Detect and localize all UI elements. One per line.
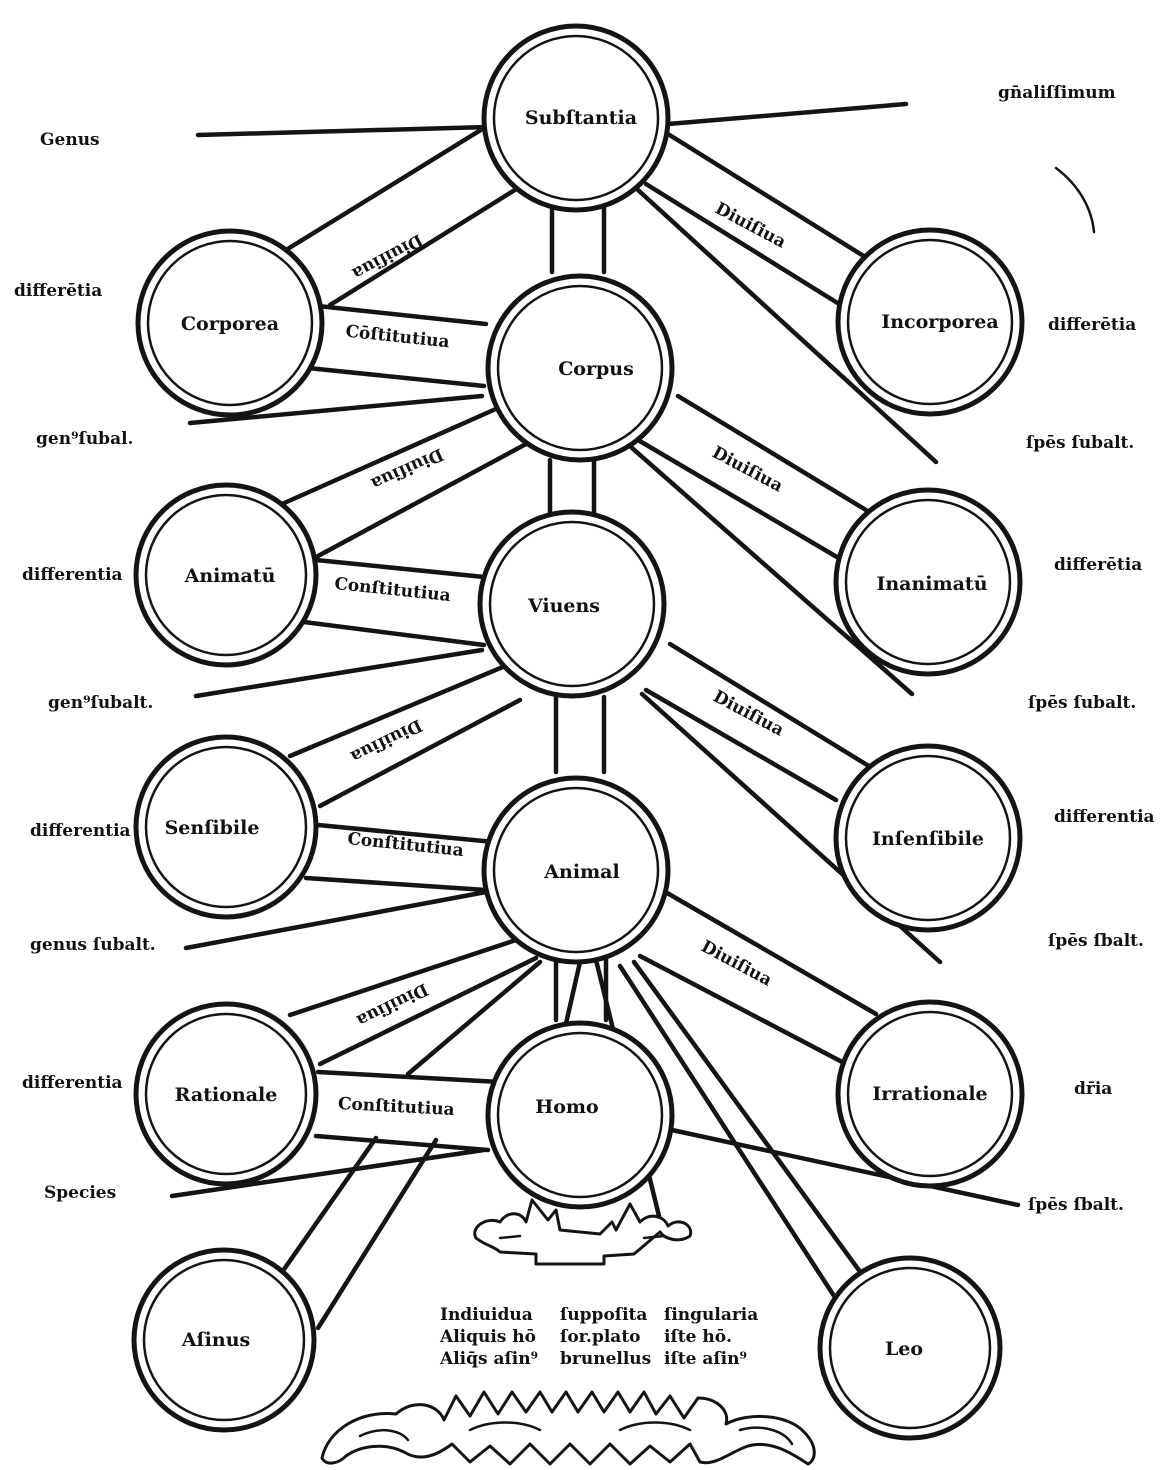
individua-r1-c1: Indiuidua [440, 1305, 533, 1325]
node-animatum: Animatū [133, 482, 319, 668]
individua-r1-c3: ſingularia [664, 1305, 758, 1325]
node-label-animal: Animal [543, 861, 619, 883]
node-label-asinus: Aſinus [181, 1329, 250, 1351]
node-corpus: Corpus [485, 273, 675, 463]
node-irrationale: Irrationale [835, 999, 1025, 1189]
individua-r2-c3: iſte hō. [664, 1327, 732, 1347]
branch-label-constitutiva-1: Cōſtitutiua [345, 322, 451, 353]
left-label-differentia-1: differētia [14, 281, 102, 301]
ornament-upper [473, 1198, 693, 1266]
individua-r3-c2: brunellus [560, 1349, 651, 1369]
node-label-leo: Leo [885, 1338, 923, 1360]
right-label-species-specialissima: ſpēs ſbalt. [1028, 1195, 1124, 1215]
node-label-corpus: Corpus [558, 358, 634, 380]
right-side-labels: gn̄aliſſimum differētia ſpēs ſubalt. dif… [998, 83, 1155, 1215]
right-label-differentia-3: differentia [1054, 807, 1155, 827]
right-label-species-subalt-2: ſpēs ſubalt. [1028, 693, 1136, 713]
node-label-sensibile: Senſibile [165, 817, 260, 839]
left-label-differentia-2: differentia [22, 565, 123, 585]
node-vivens: Viuens [477, 509, 667, 699]
node-insensibile: Inſenſibile [833, 743, 1023, 933]
left-label-genus-subalt-3: genus ſubalt. [30, 935, 156, 955]
left-label-genus: Genus [40, 130, 100, 150]
node-label-incorporea: Incorporea [881, 311, 998, 333]
right-label-differentia-4: dr̄ia [1074, 1079, 1112, 1099]
branch-label-divisiva-right-4: Diuiſiua [698, 937, 776, 991]
right-label-differentia-2: differētia [1054, 555, 1142, 575]
node-corporea: Corporea [135, 228, 325, 418]
node-label-insensibile: Inſenſibile [872, 828, 984, 850]
right-label-species-subalt-1: ſpēs ſubalt. [1026, 433, 1134, 453]
individua-r3-c3: iſte aſin⁹ [664, 1349, 747, 1369]
decorative-arc [1054, 166, 1096, 234]
individua-r2-c2: ſor.plato [560, 1327, 641, 1347]
node-label-irrationale: Irrationale [872, 1083, 987, 1105]
ornament-lower [320, 1390, 816, 1466]
node-asinus: Aſinus [131, 1247, 317, 1433]
left-label-genus-subalt-2: gen⁹ſubalt. [48, 693, 153, 713]
left-label-genus-subalt-1: gen⁹ſubal. [36, 429, 133, 449]
branch-label-constitutiva-4: Conſtitutiua [337, 1094, 455, 1120]
node-label-substantia: Subſtantia [525, 107, 637, 129]
node-leo: Leo [817, 1255, 1003, 1441]
right-label-differentia-1: differētia [1048, 315, 1136, 335]
left-label-differentia-3: differentia [30, 821, 131, 841]
left-label-differentia-4: differentia [22, 1073, 123, 1093]
branch-label-divisiva-right-1: Diuiſiua [712, 199, 790, 253]
node-homo: Homo [485, 1020, 675, 1210]
node-label-animatum: Animatū [184, 565, 276, 587]
node-label-vivens: Viuens [527, 595, 600, 617]
tree-nodes: Subſtantia Corporea Corpus Incorporea An… [131, 23, 1025, 1441]
right-label-species-subalt-3: ſpēs ſbalt. [1048, 931, 1144, 951]
branch-label-divisiva-left-4: Diuiſiua [353, 979, 431, 1031]
branch-label-divisiva-left-2: Diuiſiua [368, 444, 447, 494]
individua-block: Indiuidua ſuppoſita ſingularia Aliquis h… [439, 1305, 758, 1369]
left-side-labels: Genus differētia gen⁹ſubal. differentia … [14, 130, 156, 1203]
individua-r3-c1: Aliq̄s aſin⁹ [439, 1349, 538, 1369]
node-incorporea: Incorporea [835, 227, 1025, 417]
node-inanimatum: Inanimatū [833, 487, 1023, 677]
branch-label-constitutiva-2: Conſtitutiua [333, 574, 451, 606]
node-substantia: Subſtantia [481, 23, 671, 213]
node-label-rationale: Rationale [175, 1084, 278, 1106]
node-rationale: Rationale [133, 1001, 319, 1187]
left-label-species: Species [44, 1183, 116, 1203]
node-label-corporea: Corporea [181, 313, 279, 335]
tree-connectors [169, 101, 1021, 1339]
node-label-inanimatum: Inanimatū [876, 573, 987, 595]
node-sensibile: Senſibile [133, 734, 319, 920]
branch-label-divisiva-left-1: Diuiſiua [349, 229, 427, 283]
individua-r1-c2: ſuppoſita [560, 1305, 647, 1325]
node-animal: Animal [481, 775, 671, 965]
right-label-generalissimum: gn̄aliſſimum [998, 83, 1116, 103]
individua-r2-c1: Aliquis hō [439, 1327, 536, 1347]
node-label-homo: Homo [535, 1096, 598, 1118]
